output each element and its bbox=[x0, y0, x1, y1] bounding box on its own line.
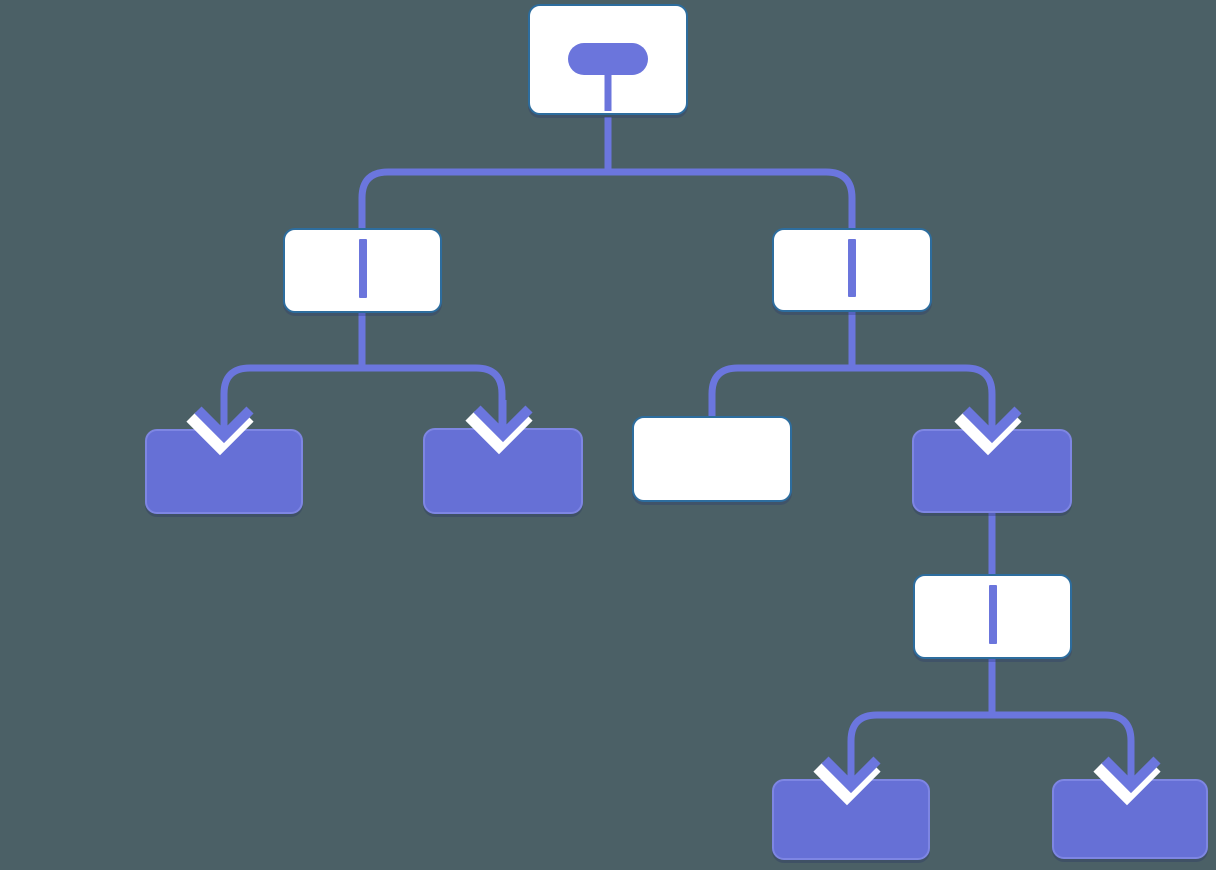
node-branch-right[interactable] bbox=[772, 228, 932, 312]
through-line bbox=[848, 239, 856, 297]
node-leaf-sub-2[interactable] bbox=[1052, 779, 1208, 859]
node-leaf-left-1[interactable] bbox=[145, 429, 303, 514]
node-root[interactable] bbox=[528, 4, 688, 115]
topic-pill bbox=[568, 43, 648, 75]
node-leaf-left-2[interactable] bbox=[423, 428, 583, 514]
pill-stem bbox=[604, 70, 612, 111]
node-leaf-sub-1[interactable] bbox=[772, 779, 930, 860]
node-collapsed-right[interactable] bbox=[912, 429, 1072, 513]
through-line bbox=[988, 585, 997, 644]
node-child-right[interactable] bbox=[632, 416, 792, 502]
through-line bbox=[358, 239, 367, 298]
node-branch-left[interactable] bbox=[283, 228, 442, 313]
node-branch-sub[interactable] bbox=[913, 574, 1072, 659]
